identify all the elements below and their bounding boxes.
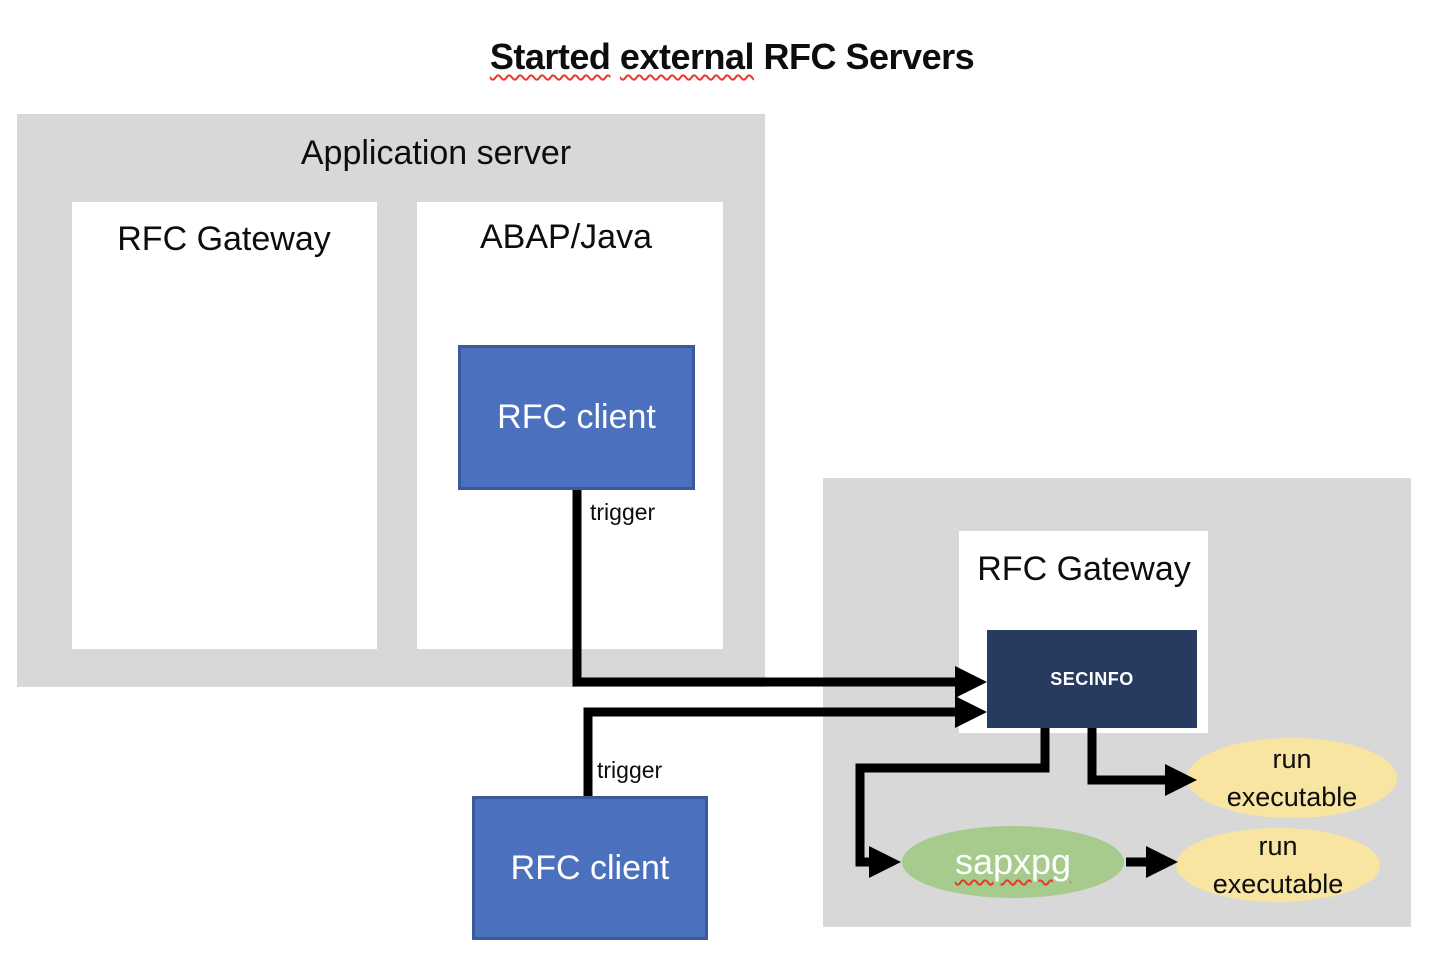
application-server-label: Application server — [300, 134, 572, 172]
rfc-client-box-2: RFC client — [472, 796, 708, 940]
rfc-client-2-label: RFC client — [510, 848, 670, 887]
run-executable-ellipse-bottom: run executable — [1176, 828, 1380, 902]
secinfo-box: SECINFO — [987, 630, 1197, 728]
abap-java-label: ABAP/Java — [480, 218, 652, 256]
page-title: Started external RFC Servers — [489, 36, 975, 78]
rfc-client-box-1: RFC client — [458, 345, 695, 490]
run-executable-top-line1: run — [1272, 744, 1312, 774]
trigger-label-1: trigger — [590, 499, 656, 525]
rfc-gateway-right-label: RFC Gateway — [977, 550, 1191, 588]
run-executable-bottom-line1: run — [1258, 831, 1298, 861]
rfc-gateway-left-label: RFC Gateway — [117, 220, 331, 258]
secinfo-label: SECINFO — [1050, 668, 1134, 689]
run-executable-ellipse-top: run executable — [1187, 738, 1397, 818]
trigger-label-2: trigger — [597, 757, 663, 783]
run-executable-bottom-line2: executable — [1212, 869, 1344, 899]
sapxpg-label: sapxpg — [954, 841, 1072, 882]
rfc-client-1-label: RFC client — [497, 398, 656, 436]
sapxpg-ellipse: sapxpg — [902, 826, 1124, 898]
title-word-started: Started — [489, 36, 611, 77]
title-word-external: external — [619, 36, 755, 77]
rfc-gateway-box-left — [72, 202, 377, 649]
title-word-rfc-servers: RFC Servers — [763, 36, 975, 77]
run-executable-top-line2: executable — [1226, 782, 1358, 812]
